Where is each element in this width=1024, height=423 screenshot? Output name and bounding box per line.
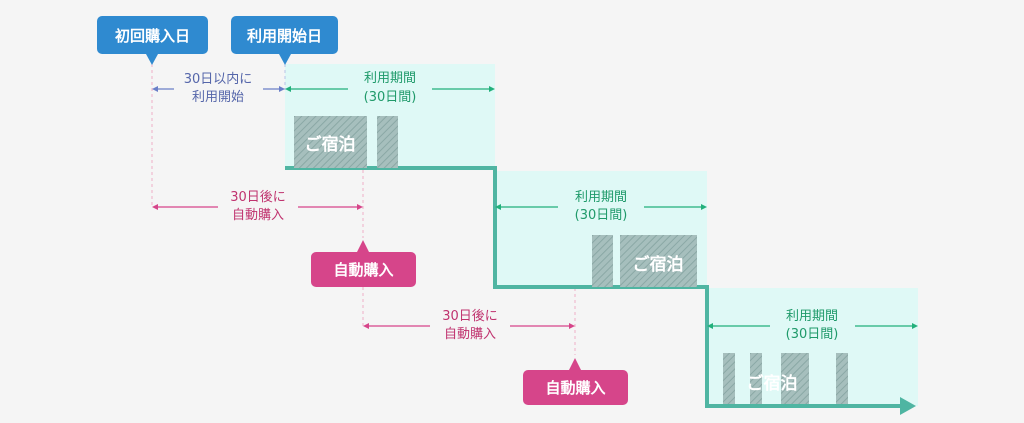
stay-block: [620, 235, 697, 287]
usage-period-3-line2: (30日間): [786, 327, 839, 342]
stay-label-2: ご宿泊: [633, 254, 684, 275]
stay-label-3: ご宿泊: [747, 373, 798, 394]
auto-purchase-tag-1-label: 自動購入: [333, 261, 393, 279]
usage-period-area-3: [707, 288, 918, 406]
stay-block: [781, 353, 809, 404]
stay-block: [294, 116, 367, 168]
usage-period-arrow-3: 利用期間 (30日間): [707, 309, 918, 342]
usage-period-arrow-1: 利用期間 (30日間): [285, 71, 495, 105]
start-of-use-label: 利用開始日: [247, 27, 322, 45]
auto-purchase-tag-1: 自動購入: [311, 240, 416, 287]
usage-period-2-line2: (30日間): [575, 208, 628, 223]
auto-purchase-tag-2-label: 自動購入: [545, 379, 605, 397]
timeline-arrowhead: [900, 397, 916, 415]
stay-block: [836, 353, 848, 404]
start-of-use-marker: 利用開始日: [231, 16, 338, 65]
stay-block: [377, 116, 398, 168]
start-window-label-line2: 利用開始: [192, 90, 244, 105]
stay-label-1: ご宿泊: [305, 134, 356, 155]
auto-purchase-interval-1: 30日後に 自動購入: [152, 190, 363, 223]
start-window-label-line1: 30日以内に: [184, 71, 253, 87]
first-purchase-marker: 初回購入日: [97, 16, 208, 65]
stay-blocks-period-1: ご宿泊: [294, 116, 398, 168]
auto-purchase-tag-2: 自動購入: [523, 358, 628, 405]
usage-period-2-line1: 利用期間: [575, 190, 627, 205]
stay-block: [592, 235, 613, 287]
stay-blocks-period-3: ご宿泊: [723, 353, 848, 404]
usage-period-1-line2: (30日間): [364, 90, 417, 105]
usage-period-3-line1: 利用期間: [786, 309, 838, 324]
auto-interval-1-line1: 30日後に: [230, 190, 286, 205]
usage-period-arrow-2: 利用期間 (30日間): [495, 190, 707, 223]
start-window-arrow: 30日以内に 利用開始: [152, 71, 285, 105]
auto-purchase-interval-2: 30日後に 自動購入: [363, 309, 575, 342]
stay-blocks-period-2: ご宿泊: [592, 235, 697, 287]
auto-interval-2-line2: 自動購入: [444, 327, 496, 342]
stay-block: [723, 353, 735, 404]
usage-period-1-line1: 利用期間: [364, 71, 416, 86]
first-purchase-label: 初回購入日: [115, 27, 190, 45]
stay-block: [750, 353, 762, 404]
auto-interval-1-line2: 自動購入: [232, 208, 284, 223]
auto-interval-2-line1: 30日後に: [442, 309, 498, 324]
